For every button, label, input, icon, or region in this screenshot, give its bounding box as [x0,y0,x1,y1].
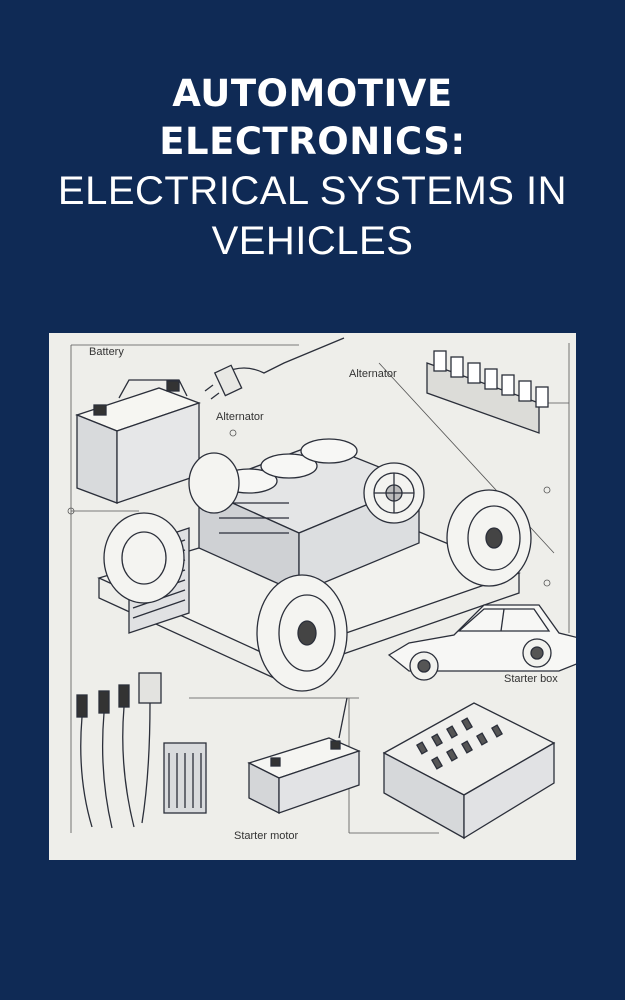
starter-box-drawing [382,702,556,840]
small-battery-drawing [247,697,361,815]
connectors-drawing [76,672,207,829]
title-line-2: ELECTRONICS: [159,120,466,163]
car-drawing [387,604,576,681]
cover-illustration: Battery Alternator Alternator Starter bo… [49,333,576,860]
title-line-1: AUTOMOTIVE [172,72,453,115]
electrical-system-diagram: Battery Alternator Alternator Starter bo… [67,337,576,842]
subtitle-line-1: ELECTRICAL SYSTEMS IN [57,169,568,213]
wheels-drawing [103,452,532,692]
label-starter-motor: Starter motor [234,830,299,842]
alternator-drawing [363,462,425,524]
label-alternator-left: Alternator [216,411,264,423]
cover-title-block: AUTOMOTIVE ELECTRONICS: ELECTRICAL SYSTE… [0,70,625,266]
label-starter-box: Starter box [504,673,558,685]
fuse-strip-drawing [426,350,549,434]
subtitle-line-2: VEHICLES [211,219,414,263]
label-battery: Battery [89,346,124,358]
plug-drawing [204,337,345,400]
battery-drawing [75,379,201,504]
label-alternator-top: Alternator [349,368,397,380]
